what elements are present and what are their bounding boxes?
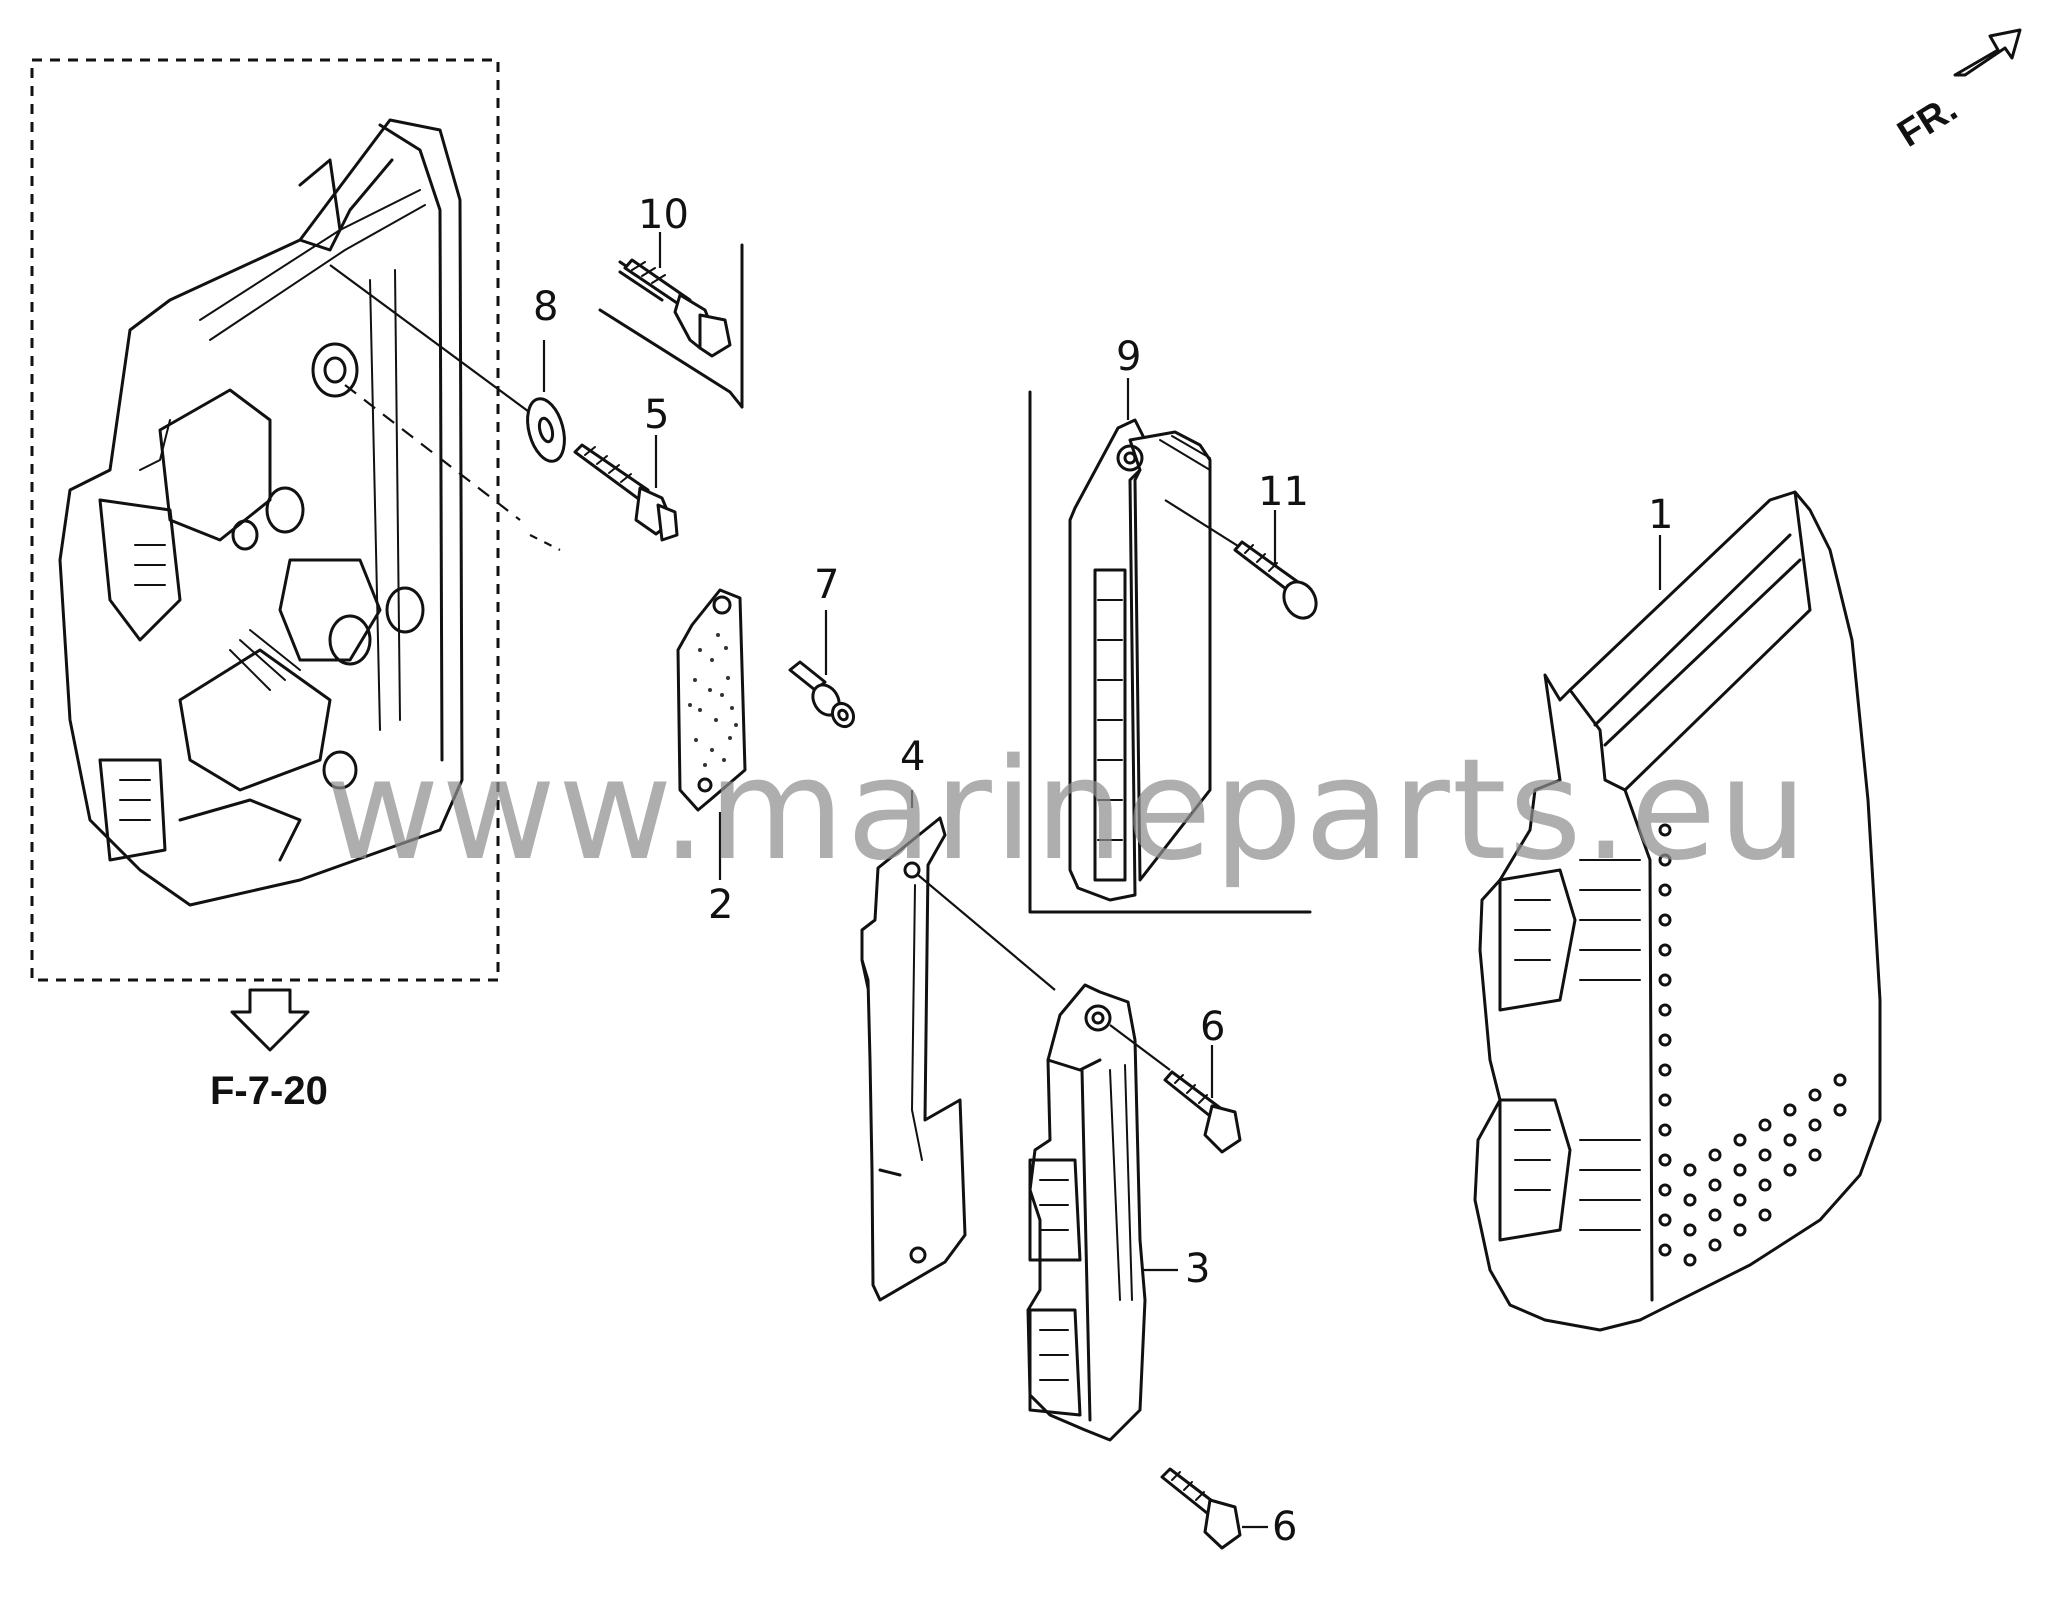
- part-6-bolt-lower[interactable]: [1160, 1467, 1242, 1550]
- front-direction-label: FR.: [1891, 88, 1965, 156]
- part-1-cover[interactable]: [1473, 490, 1882, 1332]
- callout-2: 2: [708, 882, 733, 928]
- callout-6-lower: 6: [1272, 1504, 1297, 1550]
- callout-8: 8: [533, 284, 558, 330]
- part-11-bolt[interactable]: [1233, 540, 1322, 624]
- callout-9: 9: [1116, 334, 1141, 380]
- callout-7: 7: [814, 562, 839, 608]
- part-5-bolt[interactable]: [573, 443, 679, 542]
- reference-pointer[interactable]: F-7-20: [210, 988, 328, 1113]
- reference-label[interactable]: F-7-20: [210, 1069, 328, 1113]
- watermark: www.marineparts.eu: [325, 729, 1809, 892]
- part-3-module[interactable]: [1026, 983, 1147, 1442]
- reference-arrow-icon: [230, 988, 310, 1052]
- part-7-bolt[interactable]: [788, 660, 858, 730]
- pad-texture: [688, 633, 738, 767]
- front-direction-indicator: FR.: [1891, 28, 2022, 156]
- callout-11: 11: [1258, 469, 1309, 515]
- callout-4: 4: [900, 734, 925, 780]
- callout-3: 3: [1185, 1246, 1210, 1292]
- part-8-washer[interactable]: [521, 395, 570, 466]
- bracket-assembly[interactable]: [58, 118, 464, 907]
- bracket-assembly-group: [30, 58, 561, 982]
- part-2-pad[interactable]: [676, 588, 747, 812]
- part-9-module[interactable]: [1028, 390, 1312, 914]
- callout-10: 10: [638, 192, 689, 238]
- callout-1: 1: [1648, 492, 1673, 538]
- part-6-bolt-upper[interactable]: [1163, 1070, 1242, 1154]
- part-10-bolt[interactable]: [598, 243, 744, 409]
- callout-6-upper: 6: [1200, 1004, 1225, 1050]
- cover-vent-dots: [1658, 823, 1847, 1267]
- front-arrow-icon: [1953, 28, 2022, 77]
- part-4-bracket[interactable]: [860, 816, 967, 1302]
- callout-5: 5: [644, 392, 669, 438]
- assembly-dashed-box: [30, 58, 500, 982]
